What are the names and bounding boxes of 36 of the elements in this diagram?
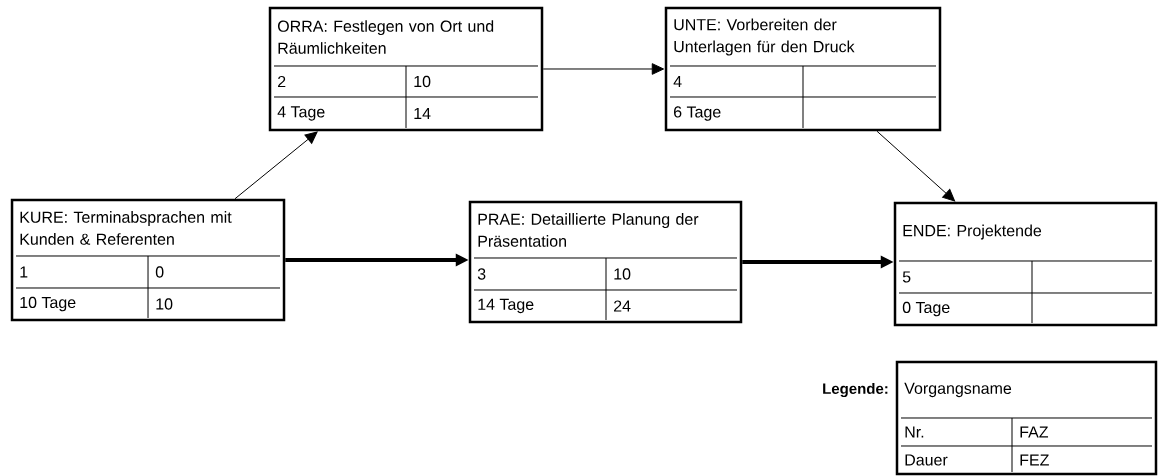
table-cell: 4 xyxy=(673,76,682,87)
table-cell: 5 xyxy=(902,271,911,283)
activity-name: UNTE: Vorbereiten der Unterlagen für den Druck xyxy=(674,18,855,56)
table-cell: 14 xyxy=(414,108,431,119)
activity-box xyxy=(893,201,1158,327)
legend-title: Legende: xyxy=(823,382,888,397)
activity-name: PRAE: Detaillierte Planung der Präsentation xyxy=(478,213,699,247)
activity-box xyxy=(664,6,942,132)
table-cell: FEZ xyxy=(1020,454,1049,466)
activity-name: KURE: Terminabsprachen mit Kunden & Referenten xyxy=(20,211,232,245)
table-cell: 10 xyxy=(156,298,173,310)
activity-box xyxy=(10,198,286,322)
table-cell: 14 Tage xyxy=(478,298,534,314)
arrow xyxy=(876,130,956,202)
table-cell: Dauer xyxy=(905,454,948,466)
table-cell: 24 xyxy=(614,300,631,312)
table-cell: 0 xyxy=(155,266,164,278)
table-cell: 10 xyxy=(614,268,631,280)
activity-name: Vorgangsname xyxy=(904,382,1012,398)
table-cell: 10 xyxy=(414,75,431,88)
table-cell: 2 xyxy=(278,75,286,88)
legend-box xyxy=(823,360,1158,476)
table-cell: 1 xyxy=(20,266,28,278)
table-cell: 0 Tage xyxy=(902,301,950,317)
activity-name: ENDE: Projektende xyxy=(903,224,1042,240)
table-cell: Nr. xyxy=(905,426,924,438)
table-cell: FAZ xyxy=(1020,426,1049,438)
arrow xyxy=(542,63,665,75)
table-cell: 4 Tage xyxy=(277,106,325,121)
table-cell: 3 xyxy=(477,268,486,280)
activity-box xyxy=(468,200,743,324)
activity-box xyxy=(268,6,544,132)
table-cell: 10 Tage xyxy=(20,296,76,312)
table-cell: 6 Tage xyxy=(674,106,721,121)
activity-name: ORRA: Festlegen von Ort und Räumlichkeiten xyxy=(277,20,494,54)
arrow xyxy=(234,131,318,200)
